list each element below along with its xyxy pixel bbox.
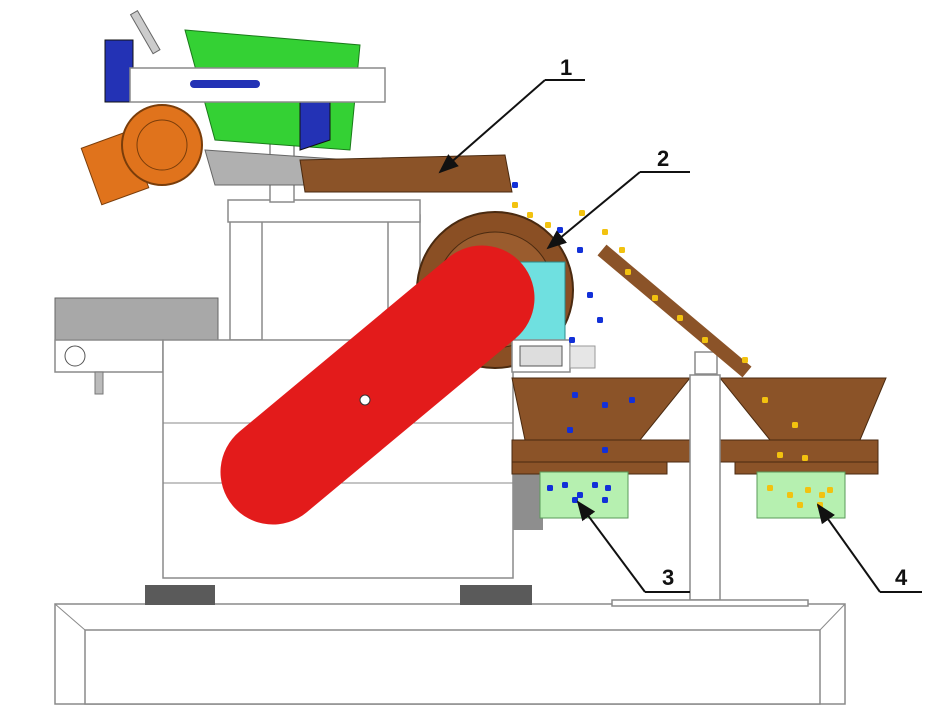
- cylinder: [569, 345, 596, 369]
- blue-particle: [572, 497, 578, 503]
- column-left: [229, 214, 263, 341]
- blue-particle: [602, 497, 608, 503]
- stand-base: [611, 599, 809, 607]
- yellow-particle: [619, 247, 625, 253]
- blue-particle: [592, 482, 598, 488]
- yellow-particle: [805, 487, 811, 493]
- yellow-particle: [677, 315, 683, 321]
- collection-hopper-left: [511, 377, 692, 441]
- control-box: [54, 297, 219, 344]
- yellow-particle: [787, 492, 793, 498]
- yellow-particle: [777, 452, 783, 458]
- label-4: 4: [895, 565, 908, 590]
- callout-4: 4: [816, 503, 922, 593]
- blue-particle: [602, 402, 608, 408]
- yellow-particle: [545, 222, 551, 228]
- inclined-chute: [597, 244, 752, 378]
- roller-bolt: [359, 394, 371, 406]
- adjust-screw: [129, 9, 161, 55]
- yellow-particle: [797, 502, 803, 508]
- yellow-particle: [802, 455, 808, 461]
- collection-hopper-right: [718, 377, 887, 441]
- stand-clamp: [694, 351, 718, 375]
- yellow-particle: [602, 229, 608, 235]
- yellow-particle: [767, 485, 773, 491]
- blue-particle: [547, 485, 553, 491]
- blue-particle: [597, 317, 603, 323]
- top-plate: [227, 199, 421, 223]
- yellow-particle: [819, 492, 825, 498]
- blue-particle: [577, 247, 583, 253]
- blue-particle: [569, 337, 575, 343]
- ground-symbol-icon: [64, 345, 86, 367]
- callout-2: 2: [546, 146, 690, 250]
- blue-particle: [577, 492, 583, 498]
- stand-post: [689, 374, 721, 601]
- yellow-particle: [792, 422, 798, 428]
- callout-3: 3: [576, 500, 690, 593]
- red-roller: [220, 245, 535, 525]
- blue-particle: [602, 447, 608, 453]
- yellow-particle: [527, 212, 533, 218]
- callout-1: 1: [438, 55, 585, 174]
- blue-particle: [605, 485, 611, 491]
- yellow-particle: [702, 337, 708, 343]
- nameplate: [519, 345, 563, 367]
- blue-particle: [572, 392, 578, 398]
- label-1: 1: [560, 55, 572, 80]
- yellow-particle: [625, 269, 631, 275]
- yellow-particle: [827, 487, 833, 493]
- motor: [121, 104, 203, 186]
- motor-cap: [136, 119, 188, 171]
- bolt: [94, 371, 104, 395]
- tray-nonconductive: [756, 471, 846, 519]
- arm-slot: [190, 80, 260, 88]
- table-frame: [54, 603, 846, 705]
- yellow-particle: [579, 210, 585, 216]
- label-2: 2: [657, 146, 669, 171]
- blue-bracket: [104, 39, 134, 103]
- blue-particle: [567, 427, 573, 433]
- blue-particle: [587, 292, 593, 298]
- yellow-particle: [762, 397, 768, 403]
- yellow-particle: [512, 202, 518, 208]
- label-3: 3: [662, 565, 674, 590]
- foot-left: [145, 585, 215, 605]
- blue-particle: [562, 482, 568, 488]
- blue-particle: [557, 227, 563, 233]
- feed-chute: [299, 154, 513, 193]
- blue-particle: [629, 397, 635, 403]
- yellow-particle: [742, 357, 748, 363]
- foot-right: [460, 585, 532, 605]
- blue-particle: [512, 182, 518, 188]
- yellow-particle: [652, 295, 658, 301]
